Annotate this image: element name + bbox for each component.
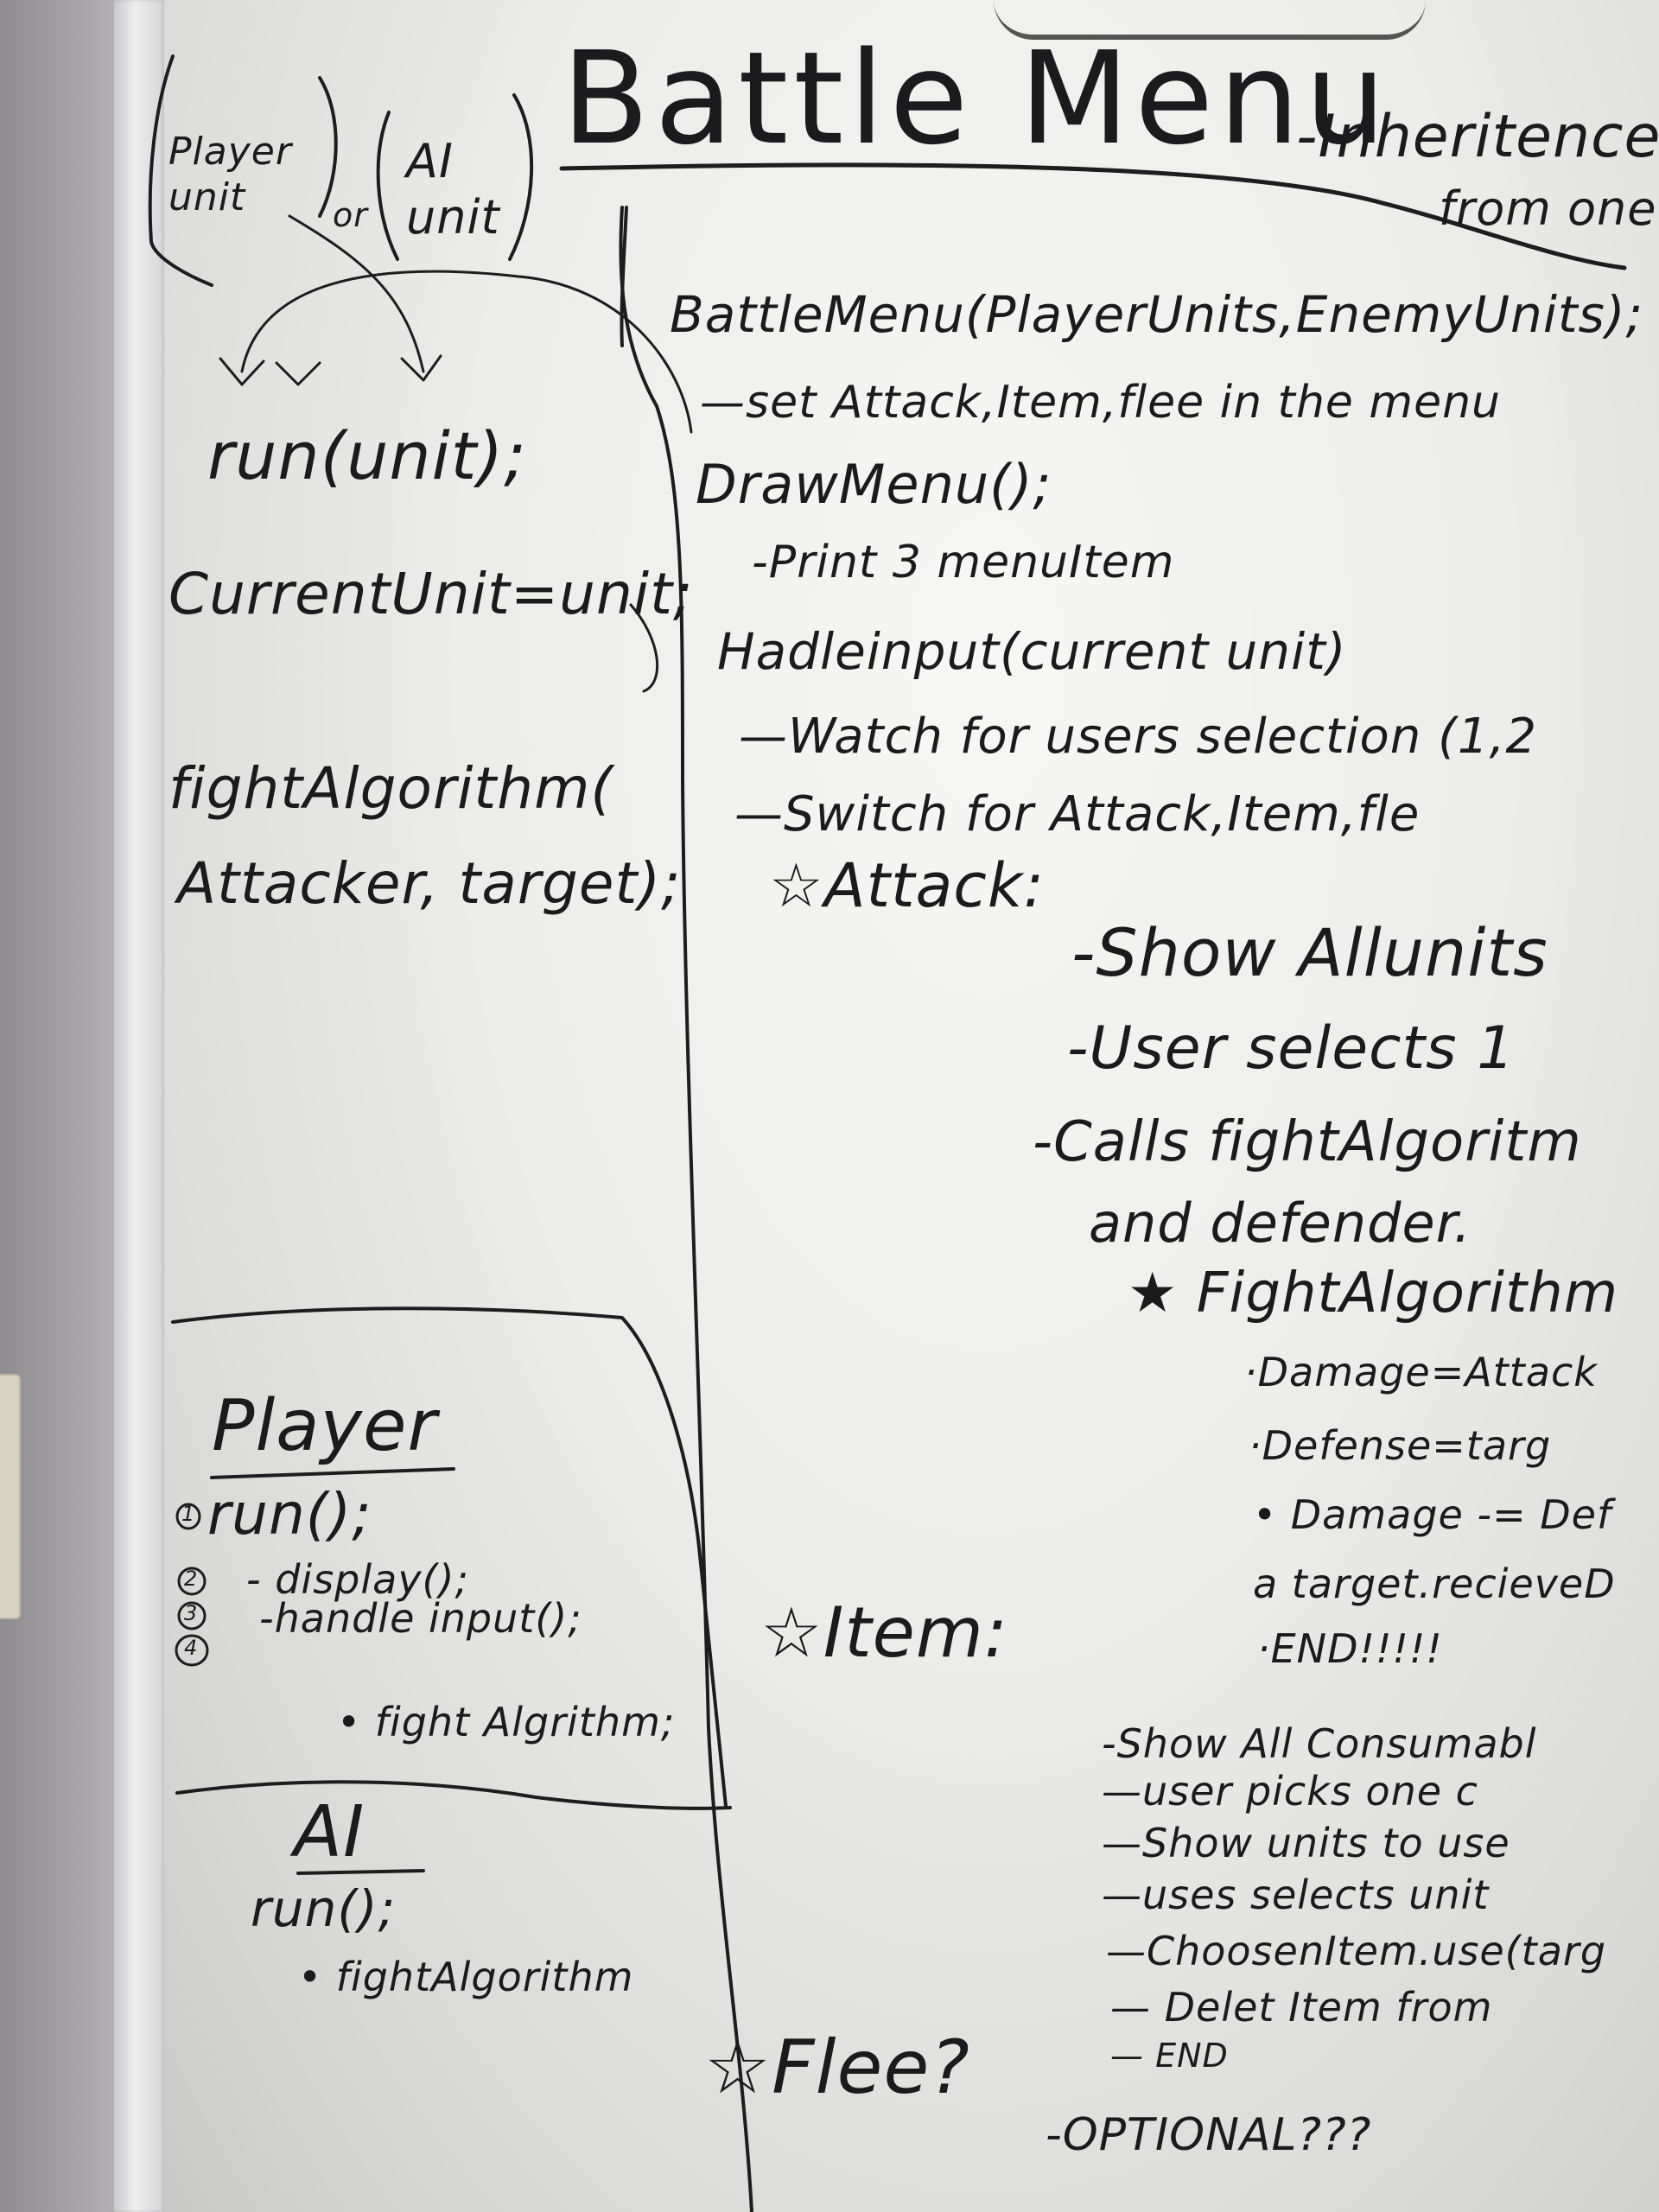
ai-heading: AI — [294, 1791, 365, 1873]
step-circle-4 — [175, 1634, 209, 1667]
player-unit-paren — [318, 76, 338, 218]
attack-item-1: -Show Allunits — [1071, 914, 1548, 991]
item-step-6: — Delet Item from — [1110, 1984, 1493, 2031]
current-unit-assignment: CurrentUnit=unit; — [168, 561, 694, 627]
player-step-display: - display(); — [246, 1556, 469, 1603]
board-top-marker-stroke — [994, 0, 1426, 40]
arrow-head-run — [400, 354, 442, 382]
title-inheritance: -Inheritence — [1296, 103, 1659, 171]
arrow-head-left — [219, 357, 265, 386]
ai-heading-underline — [296, 1869, 425, 1875]
arrow-player-to-run — [288, 214, 425, 373]
fight-algorithm-params: Attacker, target); — [177, 850, 682, 917]
battle-menu-note: —set Attack,Item,flee in the menu — [700, 377, 1501, 429]
draw-menu-note: -Print 3 menuItem — [752, 537, 1175, 588]
player-box-outline — [171, 1306, 728, 1808]
step-circle-2 — [177, 1567, 207, 1596]
fight-algorithm-label: ★ FightAlgorithm — [1128, 1262, 1619, 1325]
title-underline — [559, 162, 1627, 270]
fight-step-damage-minus: • Damage -= Def — [1253, 1491, 1612, 1538]
attack-item-2: -User selects 1 — [1067, 1014, 1516, 1083]
step-number-3: 3 — [184, 1601, 199, 1625]
run-unit-call: run(unit); — [207, 417, 527, 494]
page-title: Battle Menu — [562, 24, 1391, 173]
attack-label: ☆Attack: — [769, 850, 1046, 921]
player-heading: Player — [212, 1385, 438, 1467]
unit-group-bracket — [148, 54, 213, 287]
step-circle-3 — [177, 1601, 207, 1630]
wall-outlet-plate — [0, 1374, 21, 1619]
wall-background — [0, 0, 121, 2212]
whiteboard-frame — [114, 0, 166, 2212]
fight-step-defense: ·Defense=targ — [1249, 1422, 1552, 1469]
fight-algorithm-signature: fightAlgorithm( — [168, 755, 614, 822]
attack-item-3: -Calls fightAlgoritm — [1033, 1110, 1582, 1174]
player-heading-underline — [210, 1467, 455, 1479]
flee-label: ☆Flee? — [704, 2024, 970, 2111]
arrow-run-loop — [240, 270, 693, 434]
battle-menu-constructor: BattleMenu(PlayerUnits,EnemyUnits); — [670, 285, 1644, 344]
item-label: ☆Item: — [760, 1592, 1008, 1673]
arrow-head-left2 — [275, 361, 321, 386]
fight-step-receive-damage: a target.recieveD — [1253, 1560, 1616, 1607]
or-label: or — [333, 196, 368, 234]
step-circle-1 — [175, 1503, 201, 1530]
item-step-2: —user picks one c — [1102, 1768, 1478, 1815]
title-inheritance-line2: from one — [1439, 181, 1657, 236]
player-run: run(); — [207, 1481, 372, 1548]
item-step-4: —uses selects unit — [1102, 1872, 1490, 1918]
flee-note: -OPTIONAL??? — [1046, 2109, 1372, 2161]
ai-unit-paren-close — [508, 93, 534, 261]
step-number-1: 1 — [181, 1502, 196, 1526]
step-number-2: 2 — [184, 1567, 199, 1591]
ai-run: run(); — [251, 1879, 397, 1938]
player-step-handle-input: -handle input(); — [259, 1595, 582, 1642]
ai-unit-label: AI unit — [406, 134, 500, 245]
item-step-5: —ChoosenItem.use(targ — [1106, 1928, 1607, 1974]
handle-input-note-1: —Watch for users selection (1,2 — [739, 709, 1537, 765]
item-step-7: — END — [1110, 2037, 1229, 2075]
handle-input-note-2: —Switch for Attack,Item,fle — [734, 786, 1421, 842]
handle-input-call: Hadleinput(current unit) — [717, 622, 1347, 681]
player-ai-divider — [175, 1780, 732, 1810]
attack-item-4: and defender. — [1089, 1192, 1472, 1255]
column-divider — [619, 206, 753, 2212]
ai-unit-paren-open — [376, 111, 399, 261]
item-step-1: -Show All Consumabl — [1102, 1720, 1537, 1767]
player-step-fight-algorithm: • fight Algrithm; — [337, 1699, 676, 1745]
item-step-3: —Show units to use — [1102, 1820, 1510, 1866]
fight-step-damage: ·Damage=Attack — [1244, 1349, 1598, 1395]
draw-menu-call: DrawMenu(); — [696, 453, 1052, 516]
ai-step-fight-algorithm: • fightAlgorithm — [298, 1954, 634, 2000]
current-unit-bracket — [629, 603, 659, 693]
column-divider-top — [620, 206, 628, 347]
step-number-4: 4 — [184, 1636, 199, 1660]
player-unit-label: Player unit — [168, 130, 292, 219]
fight-step-end: ·END!!!!! — [1257, 1625, 1443, 1672]
